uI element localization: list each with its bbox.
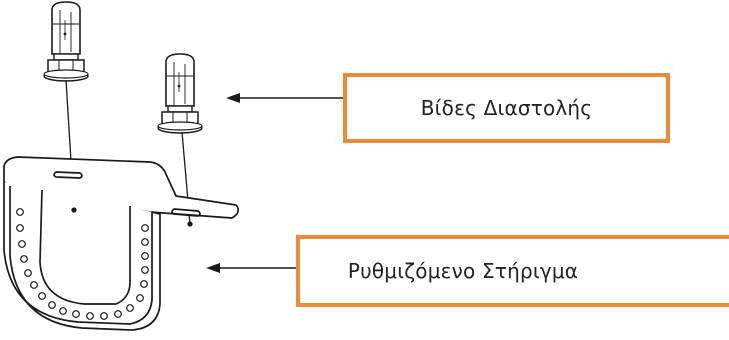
expansion-bolt-right	[157, 53, 203, 134]
adjustable-bracket-label: Ρυθμιζόμενο Στήριγμα	[347, 259, 579, 283]
expansion-bolt-left	[43, 1, 89, 82]
expansion-bolts-label: Βίδες Διαστολής	[420, 96, 593, 120]
adjustable-bracket	[3, 156, 240, 331]
adjustable-bracket-label-box: Ρυθμιζόμενο Στήριγμα	[296, 235, 729, 307]
pointer-arrow-bolts	[226, 93, 343, 103]
expansion-bolts-label-box: Βίδες Διαστολής	[343, 73, 670, 143]
pointer-arrow-bracket	[206, 263, 296, 273]
